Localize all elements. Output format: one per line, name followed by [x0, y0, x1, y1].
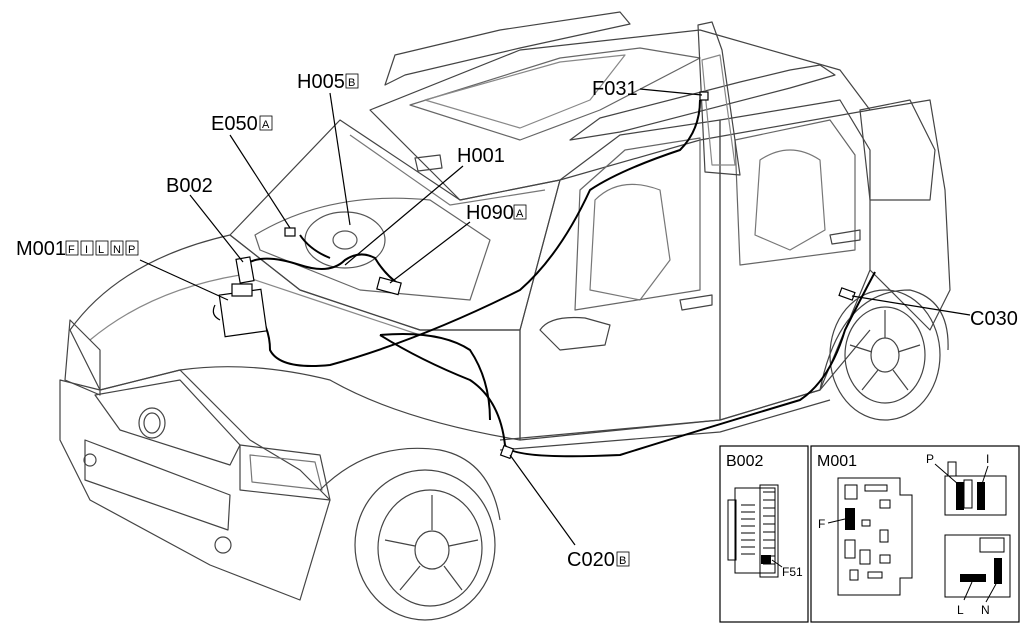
m001-pin-p — [956, 482, 964, 510]
b002-pin-f51 — [761, 555, 771, 564]
h005-code: H005 — [297, 71, 345, 93]
f031-component — [699, 91, 709, 101]
m001-pin-n-label: N — [981, 603, 990, 617]
m001-pin-f-label: F — [818, 517, 825, 531]
m001-pin-n — [994, 558, 1002, 584]
h090-code: H090 — [466, 202, 514, 224]
m001-variant-p: P — [128, 244, 135, 256]
e050-component — [284, 227, 296, 237]
callout-m001: M001 F I L N P — [16, 238, 139, 260]
e050-code: E050 — [211, 113, 258, 135]
m001-pin-i — [977, 482, 985, 510]
m001-variant-i: I — [85, 244, 88, 256]
m001-pin-l-label: L — [957, 603, 964, 617]
inset-m001-title: M001 — [817, 453, 857, 470]
f031-code: F031 — [592, 78, 638, 100]
inset-b002: B002 F51 — [719, 445, 809, 623]
m001-code: M001 — [16, 238, 66, 260]
inset-m001: M001 F P I — [810, 445, 1020, 623]
m001-variant-n: N — [113, 244, 121, 256]
callout-h005: H005 B — [297, 71, 359, 93]
leader-lines — [139, 88, 971, 546]
components — [212, 91, 856, 460]
wiring-harness — [239, 99, 876, 458]
callout-f031: F031 — [592, 78, 638, 100]
m001-variant-f: F — [68, 244, 75, 256]
h090-component — [376, 276, 402, 296]
c020-code: C020 — [567, 549, 615, 571]
b002-code: B002 — [166, 175, 213, 197]
car-outline — [59, 11, 951, 621]
b002-pin-label: F51 — [782, 565, 803, 579]
inset-b002-title: B002 — [726, 453, 763, 470]
m001-left-connector — [837, 477, 913, 596]
m001-pin-p-label: P — [926, 452, 934, 466]
m001-pin-l — [960, 574, 986, 582]
callout-c020: C020 B — [567, 549, 630, 571]
callout-c030: C030 — [970, 308, 1018, 330]
callout-e050: E050 A — [211, 113, 273, 135]
callout-b002: B002 — [166, 175, 213, 197]
b002-component — [235, 256, 255, 284]
m001-pin-f — [845, 508, 855, 530]
m001-pin-i-label: I — [986, 452, 989, 466]
h090-variant: A — [516, 208, 524, 220]
c030-component — [838, 287, 856, 301]
m001-variant-l: L — [98, 244, 104, 256]
callout-h001: H001 — [457, 145, 505, 167]
c030-code: C030 — [970, 308, 1018, 330]
callout-h090: H090 A — [466, 202, 527, 224]
e050-variant: A — [262, 119, 270, 131]
b002-connector-drawing — [727, 484, 783, 578]
h001-code: H001 — [457, 145, 505, 167]
c020-variant: B — [619, 555, 626, 567]
h005-variant: B — [348, 77, 355, 89]
